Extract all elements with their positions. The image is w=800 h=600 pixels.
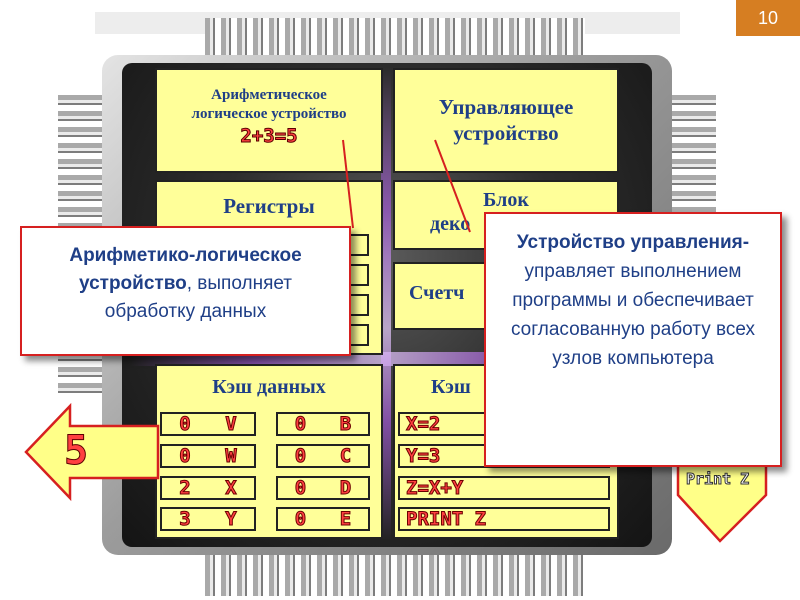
decoder-title-line2: деко [430, 213, 471, 235]
control-callout: Устройство управления- управляет выполне… [484, 212, 782, 467]
cache-value: E [339, 508, 352, 531]
cache-value: Y [225, 508, 237, 531]
decoder-title-line1: Блок [483, 189, 529, 211]
cache-value: B [339, 413, 352, 436]
chip-pins-bottom [205, 552, 585, 596]
left-arrow-label: 5 [63, 428, 89, 475]
control-callout-bold: Устройство управления- [516, 232, 750, 253]
counter-title: Счетч [409, 282, 465, 304]
cache-value: X [225, 477, 237, 500]
data-cache-title: Кэш данных [212, 376, 326, 398]
alu-example: 2+3=5 [240, 125, 298, 148]
alu-callout-rest: , выполняет обработку данных [104, 273, 293, 322]
cache-address: 0 [179, 413, 191, 436]
alu-block: Арифметическое логическое устройство 2+3… [155, 68, 383, 173]
left-arrow [24, 402, 160, 502]
cache-value: D [339, 477, 352, 500]
command-cache-title: Кэш [431, 376, 471, 398]
control-title-line1: Управляющее [438, 95, 574, 119]
left-arrow-shape [24, 402, 160, 502]
cache-address: 0 [294, 445, 307, 468]
cache-address: 3 [179, 508, 191, 531]
cache-address: 0 [294, 413, 307, 436]
alu-title-line1: Арифметическое [211, 87, 327, 103]
command-line: PRINT Z [398, 507, 610, 531]
cache-address: 0 [179, 445, 191, 468]
cache-address: 0 [294, 508, 307, 531]
control-unit-block: Управляющее устройство [393, 68, 619, 173]
slide-number: 10 [736, 0, 800, 36]
cache-value: W [225, 445, 237, 468]
registers-title: Регистры [223, 194, 315, 218]
alu-title-line2: логическое устройство [191, 106, 347, 122]
cache-value: V [225, 413, 237, 436]
alu-pointer-line [342, 139, 354, 229]
alu-callout: Арифметико-логическое устройство, выполн… [20, 226, 351, 356]
control-title-line2: устройство [453, 121, 559, 145]
command-line: Z=X+Y [398, 476, 610, 500]
control-pointer-line [434, 139, 471, 233]
cache-address: 2 [179, 477, 191, 500]
chip-pins-top [205, 18, 585, 58]
right-arrow-label: Print Z [685, 470, 750, 489]
alu-callout-bold: Арифметико-логическое устройство [69, 245, 302, 294]
control-callout-rest: управляет выполнением программы и обеспе… [510, 261, 756, 369]
cache-value: C [339, 445, 352, 468]
cache-address: 0 [294, 477, 307, 500]
chip-glow-vertical [381, 70, 391, 540]
